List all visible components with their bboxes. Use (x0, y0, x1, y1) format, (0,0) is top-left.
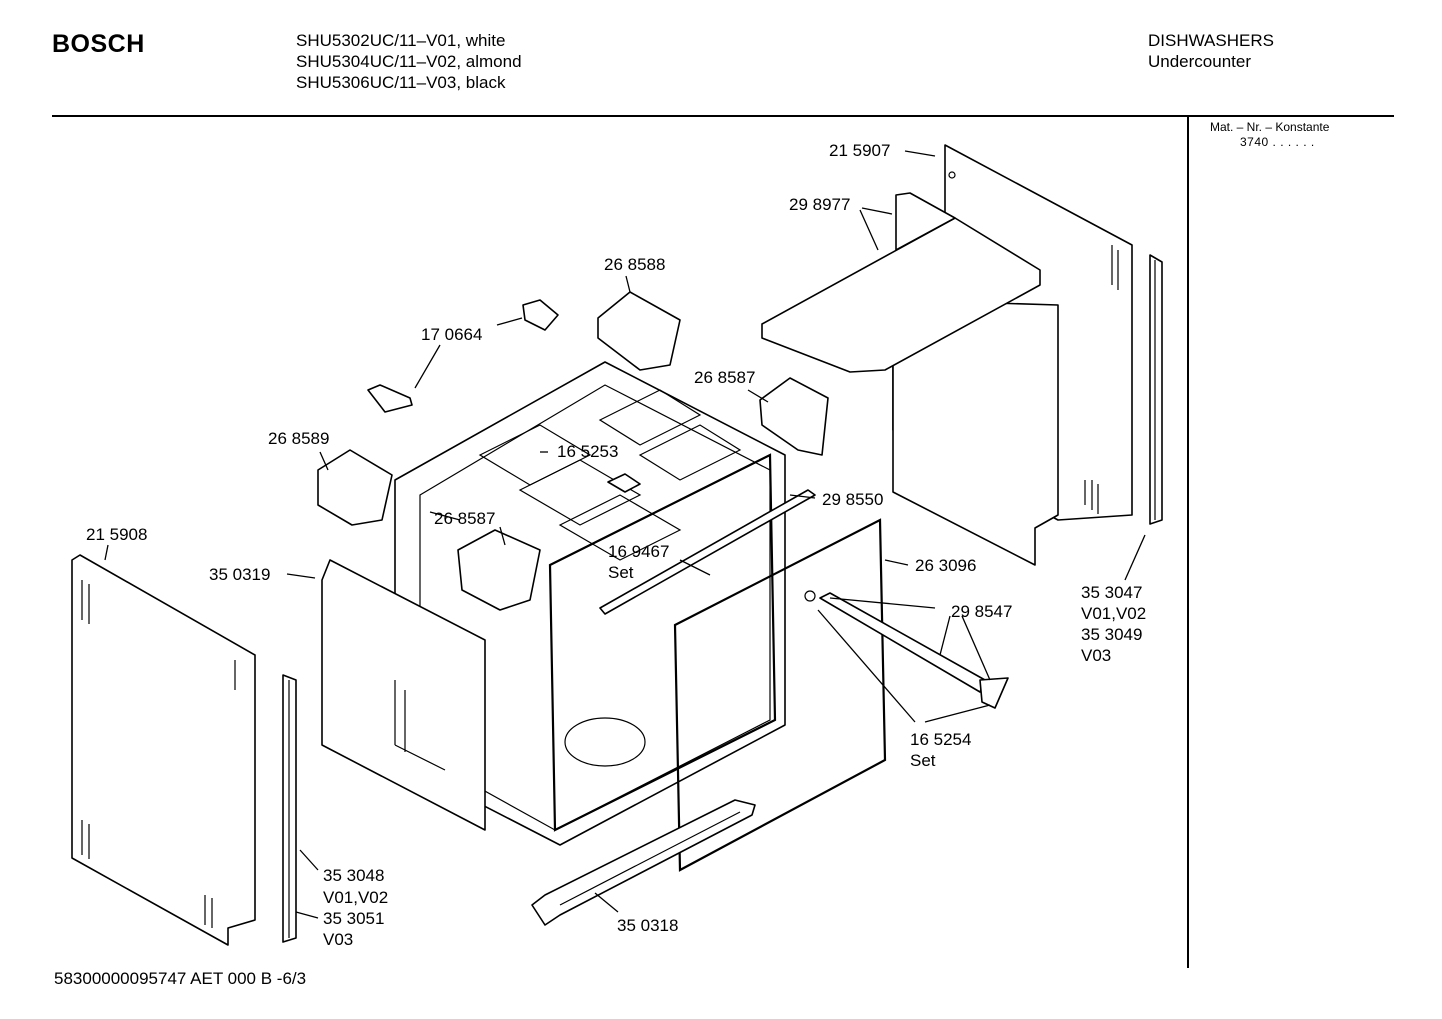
part-label: 26 8587 (434, 509, 495, 528)
part-label: 26 8587 (694, 368, 755, 387)
part-label: 35 3047 (1081, 583, 1142, 602)
part-label: 16 5254 (910, 730, 971, 749)
part-bracket-170664 (367, 299, 559, 413)
part-bottom-rail (531, 799, 756, 926)
part-label: 29 8977 (789, 195, 850, 214)
part-trim-strip-right (1149, 254, 1163, 525)
part-label: 16 5253 (557, 442, 618, 461)
part-label: 35 3051 (323, 909, 384, 928)
part-rear-panel (892, 299, 1086, 566)
model-list: SHU5302UC/11–V01, white SHU5304UC/11–V02… (296, 30, 522, 93)
part-clip-165253 (607, 473, 641, 493)
part-label: 16 9467 (608, 542, 669, 561)
category-block: DISHWASHERS Undercounter (1148, 30, 1274, 72)
part-label: V03 (323, 930, 353, 949)
part-label: Set (910, 751, 936, 770)
part-crossbar (804, 590, 1009, 709)
part-label: V03 (1081, 646, 1111, 665)
model-line: SHU5304UC/11–V02, almond (296, 52, 522, 71)
header-divider (52, 115, 1394, 117)
part-side-panel-left (71, 554, 256, 946)
page-number: -6/3 (276, 969, 307, 988)
footer-doc-number: 58300000095747 AET 000 B -6/3 (54, 969, 306, 989)
part-label: 26 3096 (915, 556, 976, 575)
leader-lines (104, 150, 1146, 919)
model-line: SHU5302UC/11–V01, white (296, 31, 506, 50)
part-label: V01,V02 (1081, 604, 1146, 623)
model-line: SHU5306UC/11–V03, black (296, 73, 506, 92)
part-front-panel (321, 559, 486, 831)
part-label: 21 5907 (829, 141, 890, 160)
part-label: 29 8547 (951, 602, 1012, 621)
part-label: 21 5908 (86, 525, 147, 544)
mat-nr-label: Mat. – Nr. – Konstante (1210, 120, 1330, 134)
sidebar-divider (1187, 116, 1189, 968)
part-label: 26 8589 (268, 429, 329, 448)
part-top-plate (761, 192, 1041, 373)
part-label: V01,V02 (323, 888, 388, 907)
part-rail-298550 (599, 489, 816, 615)
brand-logo: BOSCH (52, 30, 145, 58)
part-hinge-268588 (597, 291, 681, 371)
part-label: 29 8550 (822, 490, 883, 509)
part-label: 26 8588 (604, 255, 665, 274)
part-label: 35 0318 (617, 916, 678, 935)
part-label: 35 3048 (323, 866, 384, 885)
category-subtitle: Undercounter (1148, 52, 1252, 71)
part-label: 35 0319 (209, 565, 270, 584)
doc-number: 58300000095747 AET 000 B (54, 969, 273, 988)
mat-nr-value: 3740 . . . . . . (1240, 135, 1315, 149)
part-label: 35 3049 (1081, 625, 1142, 644)
category-title: DISHWASHERS (1148, 31, 1274, 50)
part-label: Set (608, 563, 634, 582)
part-door-gasket (548, 453, 887, 872)
part-hinge-268587-front (457, 529, 541, 611)
part-label: 17 0664 (421, 325, 482, 344)
part-hinge-268589 (317, 449, 393, 526)
part-trim-strip-left (282, 674, 297, 943)
part-tub (394, 361, 786, 846)
part-hinge-268587 (759, 377, 829, 456)
